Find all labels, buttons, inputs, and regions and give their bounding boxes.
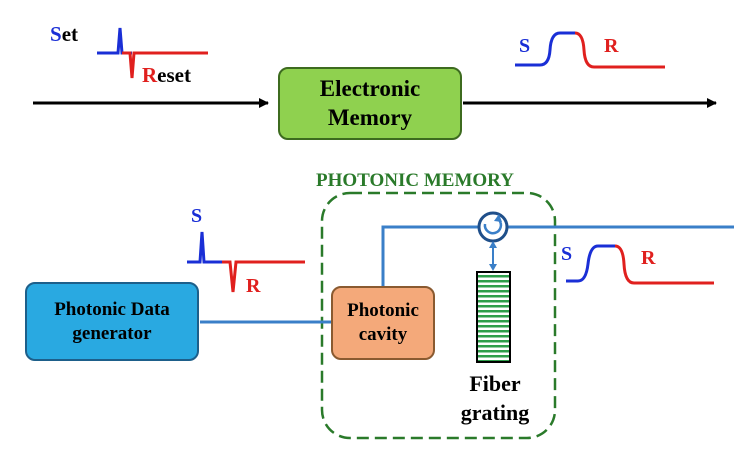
output-step-bottom-reset [614,244,714,285]
photonic-data-generator-box: Photonic Data generator [25,282,199,361]
reset-label-top: Reset [142,65,191,86]
reset-pulse-bottom [222,260,305,293]
link-arrow-down [489,264,497,271]
output-step-top-reset [574,31,665,69]
electronic-memory-line2: Memory [327,104,413,130]
electronic-memory-line1: Electronic [319,75,421,101]
input-s-bottom: S [191,205,203,227]
input-r-bottom: R [246,275,261,297]
electronic-memory-box: Electronic Memory [278,67,462,140]
set-initial: S [50,22,62,46]
photonic-memory-boundary [320,191,557,440]
photonic-memory-title: PHOTONIC MEMORY [316,170,514,191]
grating-line1: Fiber [469,371,521,396]
generator-line1: Photonic Data [54,298,170,320]
reset-pulse-top [122,51,208,79]
fiber-cavity-to-output [381,225,734,286]
output-r-top: R [604,35,619,57]
circulator [477,211,509,243]
circulator-arrow-head [494,214,502,222]
fiber-grating-label: Fiber grating [455,370,535,427]
photonic-cavity-box: Photonic cavity [331,286,435,360]
cavity-line2: cavity [358,324,408,345]
set-rest: et [61,22,79,46]
cavity-line1: Photonic [347,300,419,322]
set-pulse-top [97,27,132,55]
output-r-bottom: R [641,247,656,269]
reset-initial: R [142,63,158,87]
link-arrow-up [489,241,497,248]
output-s-top: S [519,35,531,57]
output-step-top-set [515,31,575,67]
reset-rest: eset [157,63,191,87]
grating-line2: grating [460,399,530,425]
generator-line2: generator [72,322,152,344]
set-label-top: Set [50,24,78,45]
set-pulse-bottom [187,231,222,264]
output-step-bottom-set [566,244,615,283]
fiber-grating [476,271,511,363]
output-s-bottom: S [561,243,573,265]
circulator-arrow-icon [483,219,503,235]
